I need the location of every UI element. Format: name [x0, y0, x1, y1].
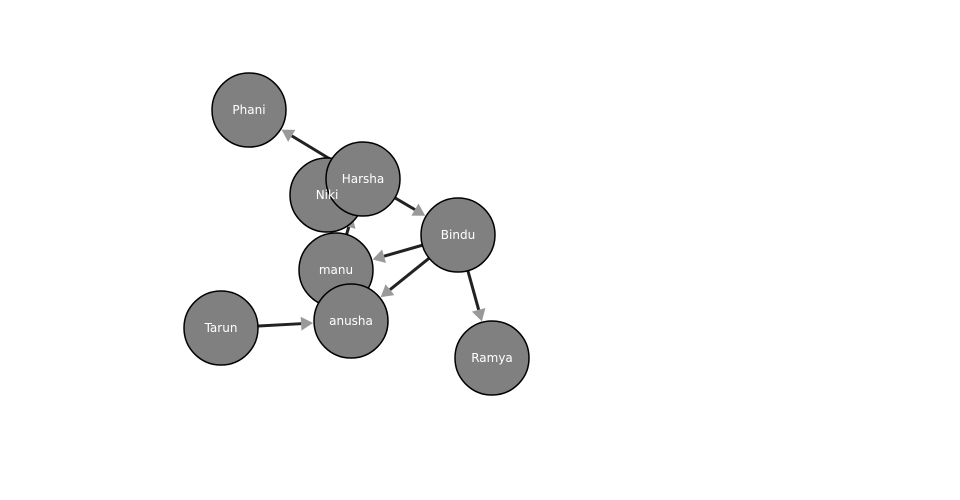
node-phani[interactable]: [211, 72, 287, 148]
arrowhead-icon: [372, 249, 386, 263]
node-label: Harsha: [342, 172, 385, 186]
node-label: Bindu: [441, 228, 475, 242]
node-circle[interactable]: [454, 320, 530, 396]
arrowhead-icon: [380, 284, 395, 298]
arrowhead-icon: [281, 129, 296, 142]
node-layer: [183, 72, 530, 396]
node-label: anusha: [329, 314, 373, 328]
node-harsha[interactable]: [325, 141, 401, 217]
node-label: Ramya: [471, 351, 513, 365]
node-bindu[interactable]: [420, 197, 496, 273]
node-label: Tarun: [204, 321, 238, 335]
node-circle[interactable]: [313, 283, 389, 359]
node-label: manu: [319, 263, 353, 277]
node-label: Niki: [316, 188, 339, 202]
node-circle[interactable]: [420, 197, 496, 273]
node-circle[interactable]: [325, 141, 401, 217]
node-circle[interactable]: [183, 290, 259, 366]
arrowhead-icon: [300, 316, 314, 331]
node-tarun[interactable]: [183, 290, 259, 366]
node-label: Phani: [232, 103, 265, 117]
node-anusha[interactable]: [313, 283, 389, 359]
node-ramya[interactable]: [454, 320, 530, 396]
node-circle[interactable]: [211, 72, 287, 148]
arrowhead-icon: [471, 307, 486, 322]
arrowhead-icon: [411, 203, 426, 216]
